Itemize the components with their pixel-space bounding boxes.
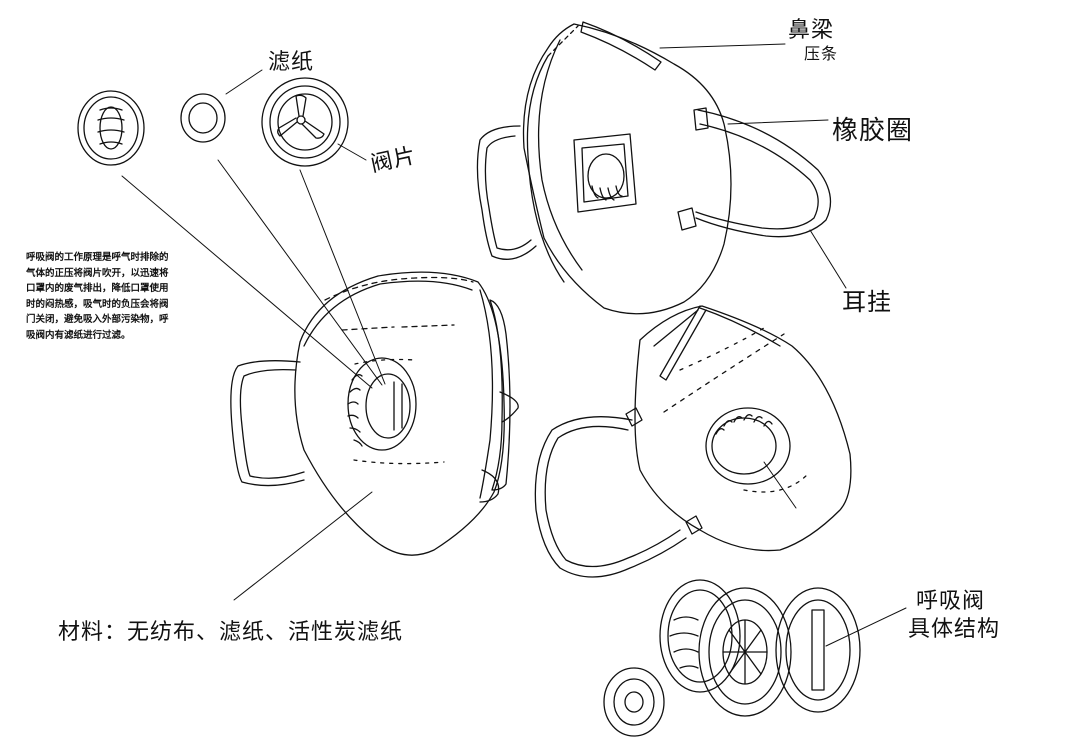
valve-cover-part bbox=[77, 90, 145, 166]
label-nose-clip: 鼻梁 压条 bbox=[788, 20, 838, 65]
filter-paper-ring-part bbox=[180, 93, 226, 143]
valve-flap-part bbox=[261, 77, 349, 167]
label-ear-loop: 耳挂 bbox=[842, 288, 892, 316]
label-valve-structure: 呼吸阀 具体结构 bbox=[908, 588, 1000, 644]
front-mask bbox=[230, 271, 519, 556]
exploded-leader-lines bbox=[121, 69, 386, 389]
label-leader-lines bbox=[233, 43, 847, 601]
inside-mask bbox=[476, 21, 832, 315]
valve-detail-exploded bbox=[603, 579, 907, 737]
valve-principle-note: 呼吸阀的工作原理是呼气时排除的气体的正压将阀片吹开，以迅速将口罩内的废气排出，降… bbox=[26, 252, 169, 341]
label-nose-clip-line2: 压条 bbox=[804, 44, 839, 63]
side-mask bbox=[534, 305, 852, 578]
label-nose-clip-line1: 鼻梁 bbox=[788, 18, 835, 43]
label-filter-paper: 滤纸 bbox=[268, 50, 315, 75]
label-valve-structure-line2: 具体结构 bbox=[908, 617, 1001, 642]
label-rubber-ring: 橡胶圈 bbox=[832, 116, 914, 146]
label-valve-structure-line1: 呼吸阀 bbox=[916, 589, 986, 614]
label-materials: 材料：无纺布、滤纸、活性炭滤纸 bbox=[58, 620, 404, 645]
